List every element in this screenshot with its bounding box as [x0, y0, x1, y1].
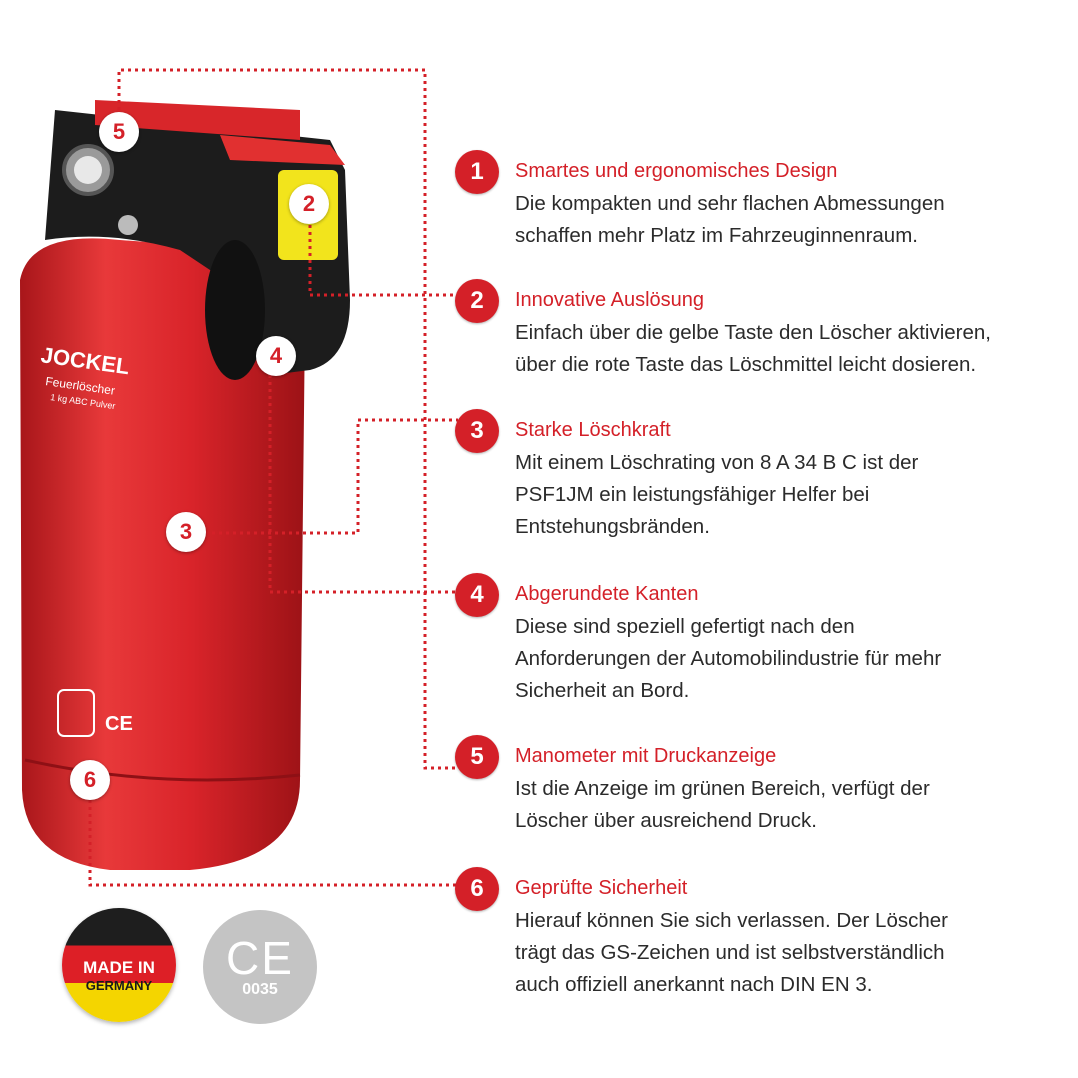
feature-body: Ist die Anzeige im grünen Bereich, verfü…: [515, 777, 930, 832]
feature-body: Die kompakten und sehr flachen Abmessung…: [515, 192, 945, 247]
feature-body: Hierauf können Sie sich verlassen. Der L…: [515, 909, 948, 996]
feature-number: 4: [455, 573, 499, 617]
callout-4: 4: [256, 336, 296, 376]
extinguisher-body: [20, 238, 305, 870]
callout-2: 2: [289, 184, 329, 224]
feature-number: 2: [455, 279, 499, 323]
ce-number: 0035: [242, 981, 278, 998]
gs-mark-icon: [57, 689, 95, 737]
ce-mark-icon: CE: [105, 713, 133, 735]
callout-6: 6: [70, 760, 110, 800]
red-dosing-button: [95, 100, 300, 140]
feature-body: Diese sind speziell gefertigt nach den A…: [515, 615, 942, 702]
feature-number: 6: [455, 867, 499, 911]
made-in-text: MADE IN: [83, 957, 155, 977]
ce-mark: CE: [226, 932, 294, 984]
germany-text: GERMANY: [85, 977, 153, 993]
callout-3: 3: [166, 512, 206, 552]
feature-number: 1: [455, 150, 499, 194]
feature-body: Einfach über die gelbe Taste den Löscher…: [515, 321, 991, 376]
made-in-germany-badge: MADE IN GERMANY: [62, 908, 176, 1022]
feature-title: Geprüfte Sicherheit: [515, 877, 688, 899]
feature-number: 3: [455, 409, 499, 453]
feature-title: Abgerundete Kanten: [515, 583, 699, 605]
ce-badge: CE 0035: [203, 910, 317, 1024]
screw-icon: [118, 215, 138, 235]
callout-5: 5: [99, 112, 139, 152]
feature-title: Starke Löschkraft: [515, 419, 671, 441]
feature-number: 5: [455, 735, 499, 779]
feature-title: Smartes und ergonomisches Design: [515, 160, 838, 182]
extinguisher-head: [45, 110, 350, 375]
feature-title: Manometer mit Druckanzeige: [515, 745, 777, 767]
leader-lines: [88, 68, 458, 887]
feature-body: Mit einem Löschrating von 8 A 34 B C ist…: [515, 451, 919, 538]
feature-title: Innovative Auslösung: [515, 289, 705, 311]
